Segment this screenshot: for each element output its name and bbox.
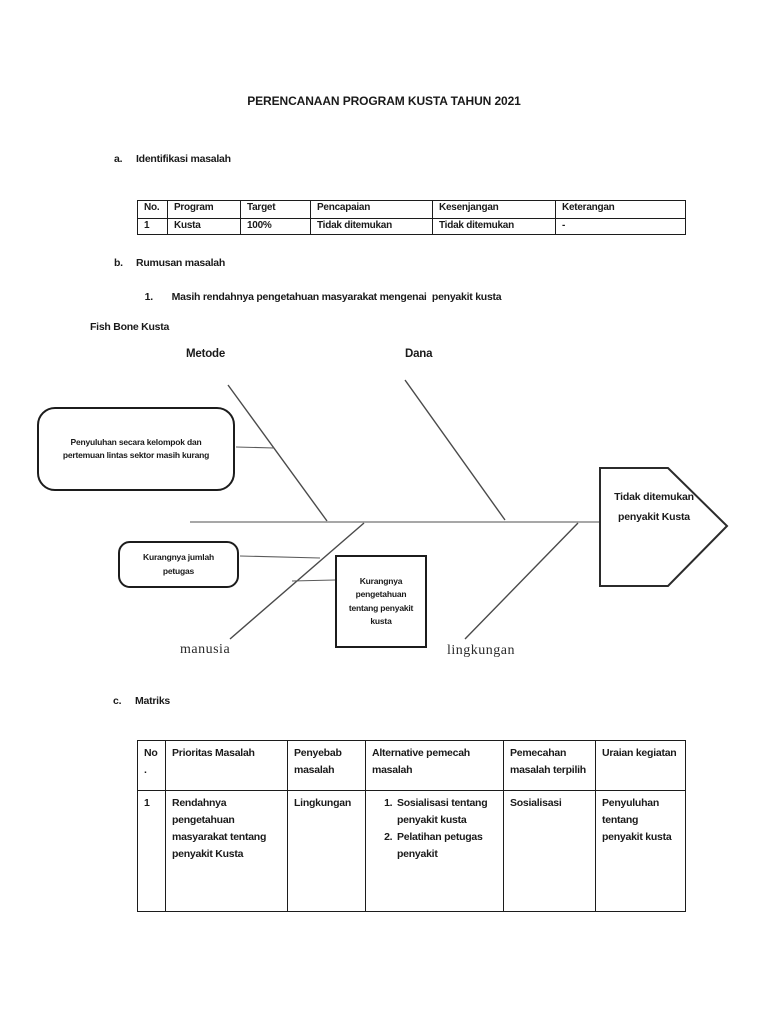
section-c-letter: c. — [113, 695, 122, 707]
col-header: No . — [137, 740, 166, 791]
cause-box-pengetahuan: Kurangnya pengetahuan tentang penyakit k… — [335, 555, 427, 648]
col-header: Uraian kegiatan — [595, 740, 686, 791]
cell-terpilih: Sosialisasi — [503, 790, 596, 912]
col-header: Pencapaian — [310, 200, 433, 219]
fishbone-heading: Fish Bone Kusta — [90, 321, 170, 333]
cell-prioritas: Rendahnya pengetahuan masyarakat tentang… — [165, 790, 288, 912]
cell-penyebab: Lingkungan — [287, 790, 366, 912]
identifikasi-table: No. Program Target Pencapaian Kesenjanga… — [137, 200, 686, 235]
section-a-label: Identifikasi masalah — [136, 153, 231, 165]
connector-petugas-cause — [239, 555, 321, 559]
connector-metode-cause — [235, 446, 275, 449]
col-header: Pemecahan masalah terpilih — [503, 740, 596, 791]
fish-head-effect-text: Tidak ditemukan penyakit Kusta — [614, 491, 694, 523]
rumusan-item-text: Masih rendahnya pengetahuan masyarakat m… — [171, 291, 502, 303]
alternative-list: Sosialisasi tentang penyakit kusta Pelat… — [372, 795, 497, 863]
cell-target: 100% — [240, 218, 311, 235]
cause-petugas-text: Kurangnya jumlah petugas — [143, 552, 214, 576]
label-dana: Dana — [405, 348, 433, 360]
lingkungan-bone — [464, 522, 579, 640]
rumusan-item: 1. Masih rendahnya pengetahuan masyarakat… — [134, 279, 502, 315]
cell-no: 1 — [137, 218, 168, 235]
identifikasi-header-row: No. Program Target Pencapaian Kesenjanga… — [137, 200, 686, 219]
cell-kesenjangan: Tidak ditemukan — [432, 218, 556, 235]
cause-pengetahuan-text: Kurangnya pengetahuan tentang penyakit k… — [348, 575, 414, 627]
col-header: Prioritas Masalah — [165, 740, 288, 791]
identifikasi-data-row: 1 Kusta 100% Tidak ditemukan Tidak ditem… — [137, 218, 686, 235]
cell-keterangan: - — [555, 218, 686, 235]
section-b-heading: b. Rumusan masalah — [114, 257, 225, 269]
col-header: Target — [240, 200, 311, 219]
col-header: Alternative pemecah masalah — [365, 740, 504, 791]
metode-bone — [227, 384, 328, 522]
col-header: No. — [137, 200, 168, 219]
label-lingkungan: lingkungan — [447, 643, 515, 658]
section-c-label: Matriks — [135, 695, 171, 707]
section-c-heading: c. Matriks — [113, 695, 170, 707]
matriks-table: No . Prioritas Masalah Penyebab masalah … — [137, 740, 686, 912]
cause-box-metode: Penyuluhan secara kelompok dan pertemuan… — [37, 407, 235, 491]
cell-uraian: Penyuluhan tentang penyakit kusta — [595, 790, 686, 912]
matriks-header-row: No . Prioritas Masalah Penyebab masalah … — [137, 740, 686, 791]
col-header: Kesenjangan — [432, 200, 556, 219]
cause-box-petugas: Kurangnya jumlah petugas — [118, 541, 239, 588]
dana-bone — [404, 379, 506, 521]
page-title: PERENCANAAN PROGRAM KUSTA TAHUN 2021 — [247, 94, 521, 108]
matriks-data-row: 1 Rendahnya pengetahuan masyarakat tenta… — [137, 790, 686, 912]
section-b-letter: b. — [114, 257, 123, 269]
label-manusia: manusia — [180, 642, 231, 657]
cell-alternative: Sosialisasi tentang penyakit kusta Pelat… — [365, 790, 504, 912]
section-b-label: Rumusan masalah — [136, 257, 226, 269]
cell-no: 1 — [137, 790, 166, 912]
col-header: Penyebab masalah — [287, 740, 366, 791]
col-header: Keterangan — [555, 200, 686, 219]
label-metode: Metode — [186, 348, 226, 360]
rumusan-item-number: 1. — [144, 291, 154, 303]
section-a-letter: a. — [114, 153, 123, 165]
alternative-item: Pelatihan petugas penyakit — [395, 829, 497, 863]
cell-pencapaian: Tidak ditemukan — [310, 218, 433, 235]
connector-pengetahuan-cause — [291, 579, 336, 582]
col-header: Program — [167, 200, 241, 219]
section-a-heading: a. Identifikasi masalah — [114, 153, 231, 165]
fish-head-shape — [599, 467, 729, 587]
cause-metode-text: Penyuluhan secara kelompok dan pertemuan… — [62, 436, 210, 461]
alternative-item: Sosialisasi tentang penyakit kusta — [395, 795, 497, 829]
cell-program: Kusta — [167, 218, 241, 235]
